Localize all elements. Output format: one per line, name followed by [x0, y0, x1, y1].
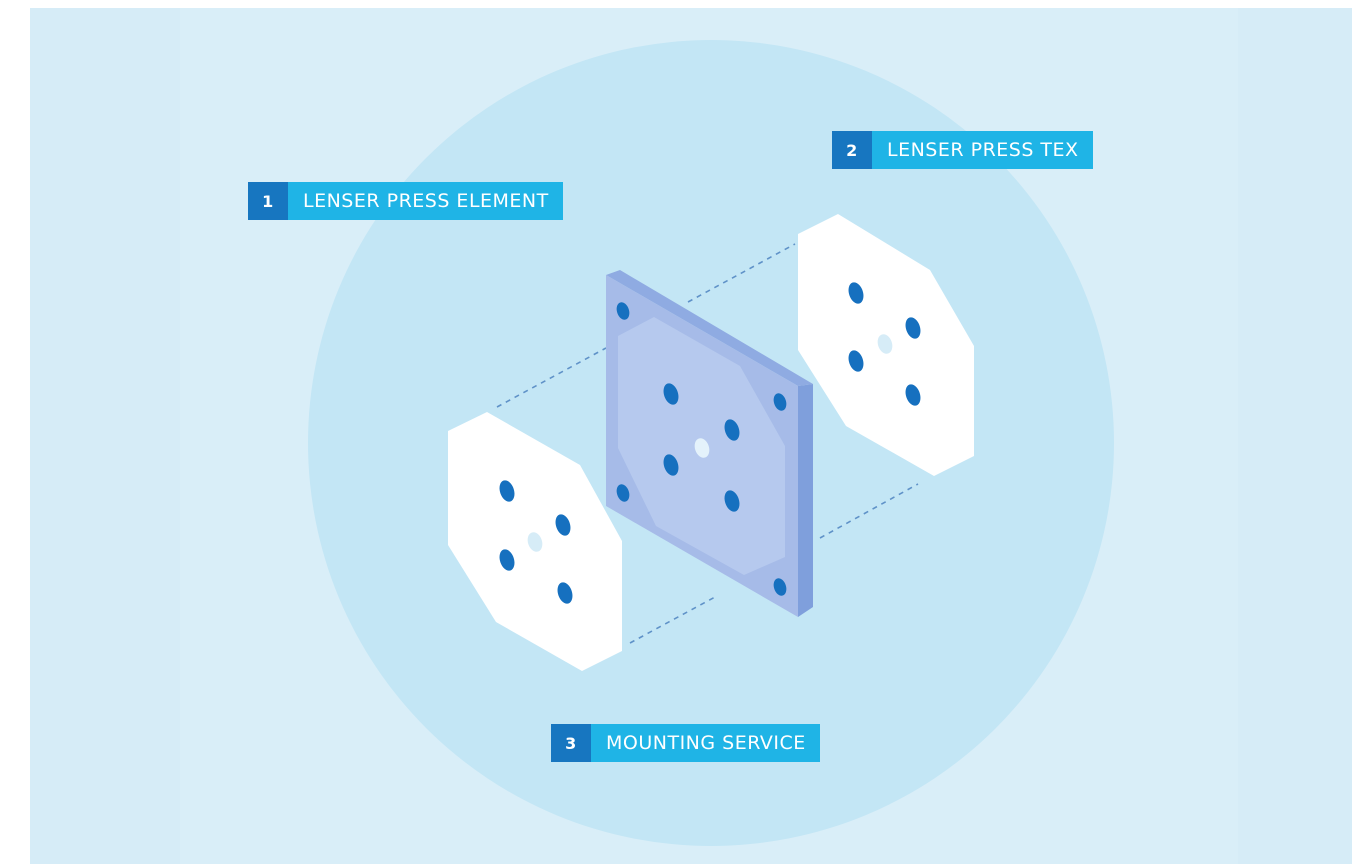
callout-text: MOUNTING SERVICE: [591, 724, 820, 762]
callout-number: 2: [832, 131, 872, 169]
dashed-line-bottom-left: [629, 596, 716, 644]
hole-icon: [499, 480, 515, 502]
hole-icon: [557, 582, 573, 604]
callout-number: 3: [551, 724, 591, 762]
dashed-line-bottom-right: [819, 483, 919, 539]
hole-icon: [555, 514, 571, 536]
callout-press-tex: 2 LENSER PRESS TEX: [832, 131, 1093, 169]
hole-icon: [663, 383, 679, 405]
hole-icon: [724, 419, 740, 441]
hole-icon: [848, 282, 864, 304]
center-hole-icon: [527, 532, 543, 552]
callout-text: LENSER PRESS TEX: [872, 131, 1093, 169]
hole-icon: [663, 454, 679, 476]
corner-hole-icon: [773, 393, 787, 411]
callout-mounting-service: 3 MOUNTING SERVICE: [551, 724, 820, 762]
dashed-line-top-right: [687, 243, 796, 303]
dashed-connectors: [496, 243, 919, 644]
hole-icon: [905, 384, 921, 406]
center-hole-icon: [694, 438, 710, 458]
hole-icon: [499, 549, 515, 571]
press-plate: [606, 270, 813, 617]
corner-hole-icon: [616, 302, 630, 320]
callout-press-element: 1 LENSER PRESS ELEMENT: [248, 182, 563, 220]
corner-hole-icon: [616, 484, 630, 502]
press-plate-side: [798, 384, 813, 617]
filter-cloth-left: [448, 412, 622, 671]
hole-icon: [724, 490, 740, 512]
press-plate-top-edge: [606, 270, 813, 386]
callout-text: LENSER PRESS ELEMENT: [288, 182, 563, 220]
hole-icon: [848, 350, 864, 372]
center-hole-icon: [877, 334, 893, 354]
callout-number: 1: [248, 182, 288, 220]
filter-cloth-right: [798, 214, 974, 476]
hole-icon: [905, 317, 921, 339]
dashed-line-top-left: [496, 347, 607, 408]
corner-hole-icon: [773, 578, 787, 596]
